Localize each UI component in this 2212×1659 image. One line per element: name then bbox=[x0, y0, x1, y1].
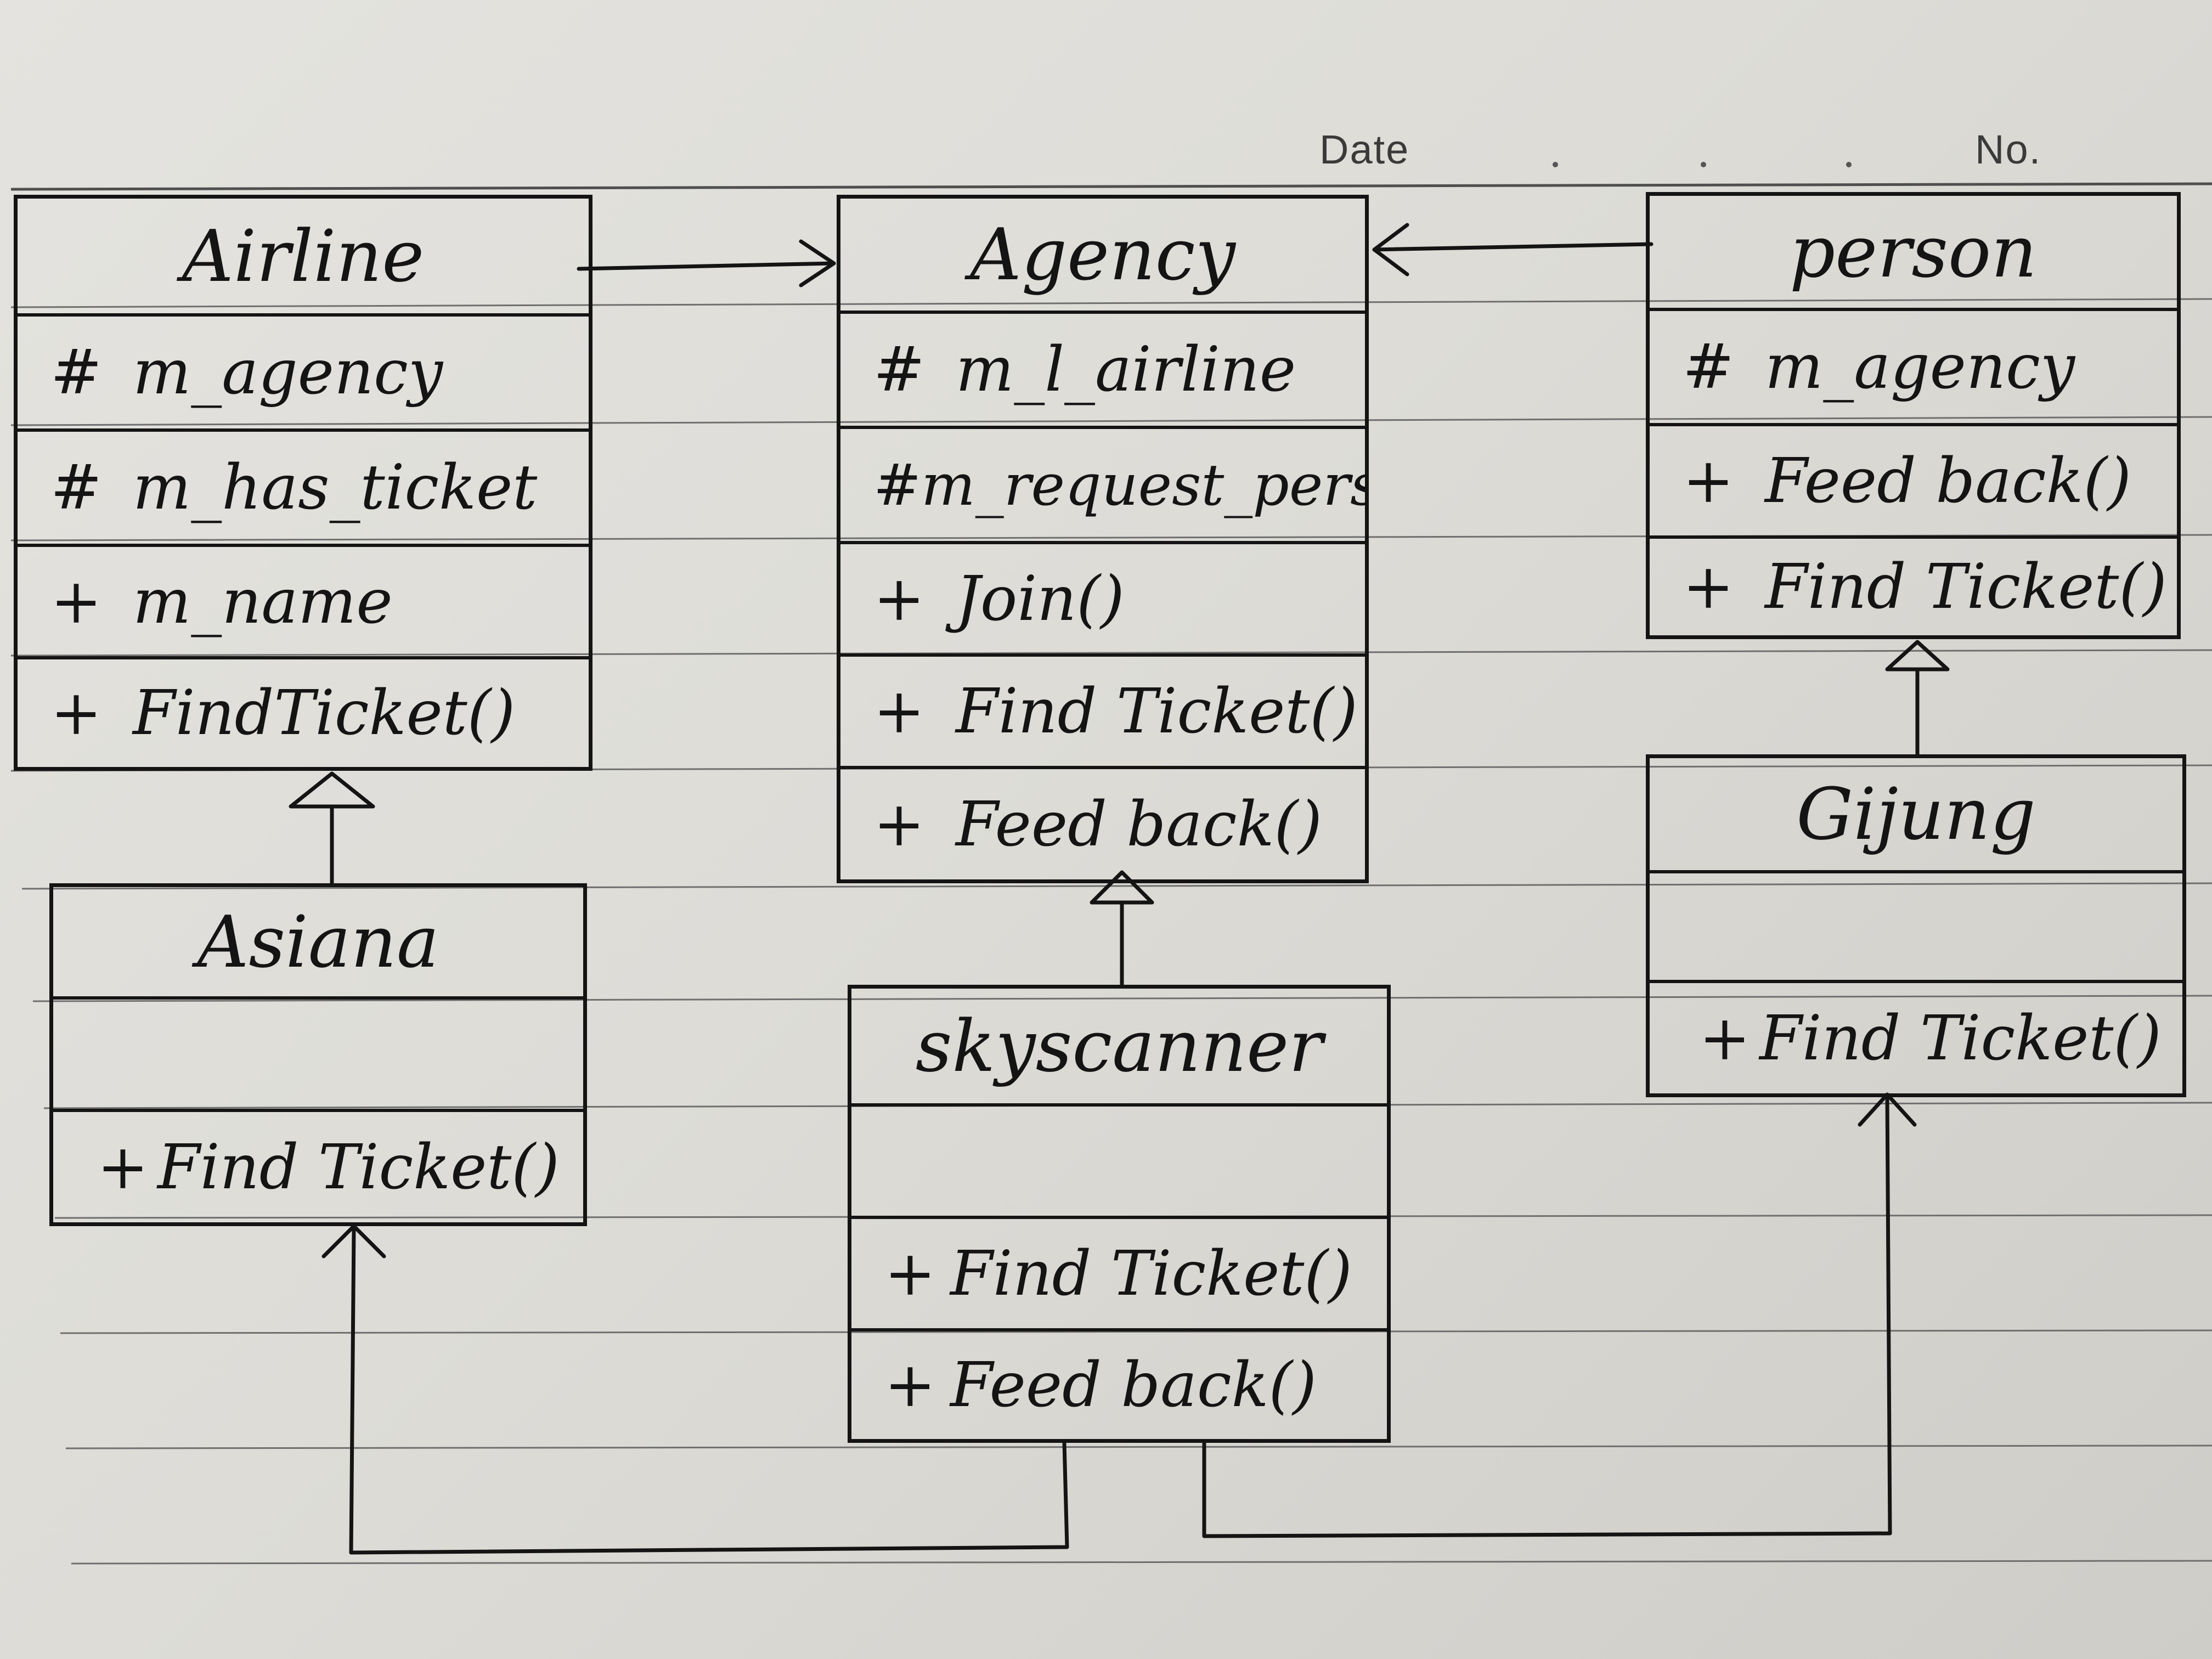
hollow-triangle bbox=[289, 771, 375, 809]
protected-marker: # bbox=[1683, 331, 1734, 403]
public-marker: + bbox=[873, 788, 925, 860]
attribute-row: #m_has_ticket bbox=[18, 432, 589, 547]
class-name: Airline bbox=[18, 199, 589, 317]
association-airline-agency bbox=[577, 261, 836, 271]
protected-marker: # bbox=[873, 452, 922, 518]
public-marker: + bbox=[1683, 551, 1734, 623]
attribute-row: #m_agency bbox=[18, 317, 589, 432]
protected-marker: # bbox=[873, 334, 925, 405]
date-separator-dot bbox=[1846, 162, 1852, 167]
method-row: +Feed back() bbox=[1650, 426, 2177, 539]
method-row: +Find Ticket() bbox=[1699, 1002, 2162, 1074]
hollow-triangle bbox=[1090, 870, 1154, 905]
association-skyscanner-gijung bbox=[1202, 1095, 1892, 1538]
class-name: skyscanner bbox=[851, 989, 1387, 1107]
method-row: +Find Ticket() bbox=[1683, 551, 2167, 623]
attribute-row: #m_request_person bbox=[840, 429, 1365, 544]
public-marker: + bbox=[97, 1131, 149, 1203]
method-row: +Find Ticket() bbox=[97, 1131, 560, 1203]
attribute-row: +m_name bbox=[18, 547, 589, 659]
public-marker: + bbox=[873, 675, 925, 747]
attributes-section-empty bbox=[851, 1107, 1387, 1219]
class-asiana: Asiana +Find Ticket() bbox=[49, 883, 587, 1226]
public-marker: + bbox=[884, 1238, 936, 1310]
open-arrowhead bbox=[1372, 223, 1409, 276]
association-skyscanner-asiana bbox=[349, 1227, 1069, 1555]
open-arrowhead bbox=[321, 1224, 386, 1259]
class-name: Asiana bbox=[53, 887, 583, 1000]
class-name: Gijung bbox=[1650, 758, 2182, 873]
class-name: Agency bbox=[840, 199, 1365, 314]
public-marker: + bbox=[50, 566, 102, 637]
class-gijung: Gijung +Find Ticket() bbox=[1646, 754, 2186, 1097]
class-skyscanner: skyscanner +Find Ticket() +Feed back() bbox=[848, 985, 1391, 1443]
open-arrowhead bbox=[1858, 1092, 1917, 1127]
method-row: +Find Ticket() bbox=[840, 657, 1365, 769]
date-label: Date bbox=[1319, 127, 1410, 172]
method-row: +FindTicket() bbox=[50, 678, 516, 749]
method-row: +Feed back() bbox=[884, 1350, 1317, 1421]
protected-marker: # bbox=[50, 452, 102, 523]
method-row: +Find Ticket() bbox=[851, 1219, 1387, 1331]
hollow-triangle bbox=[1885, 640, 1950, 672]
association-person-agency bbox=[1372, 242, 1654, 252]
public-marker: + bbox=[1683, 445, 1734, 517]
class-person: person #m_agency +Feed back() +Find Tick… bbox=[1646, 192, 2181, 639]
method-row: +Join() bbox=[840, 544, 1365, 657]
no-label: No. bbox=[1975, 127, 2042, 172]
class-airline: Airline #m_agency #m_has_ticket +m_name … bbox=[14, 195, 592, 771]
class-name: person bbox=[1650, 196, 2177, 311]
public-marker: + bbox=[884, 1350, 936, 1421]
attributes-section-empty bbox=[1650, 873, 2182, 983]
open-arrowhead bbox=[799, 239, 836, 287]
public-marker: + bbox=[1699, 1002, 1751, 1074]
attributes-section-empty bbox=[53, 1000, 583, 1112]
public-marker: + bbox=[873, 563, 925, 635]
date-separator-dot bbox=[1701, 162, 1706, 167]
public-marker: + bbox=[50, 678, 102, 749]
method-row: +Feed back() bbox=[873, 788, 1322, 860]
attribute-row: #m_l_airline bbox=[840, 314, 1365, 429]
class-agency: Agency #m_l_airline #m_request_person +J… bbox=[837, 195, 1369, 883]
date-separator-dot bbox=[1553, 162, 1558, 167]
attribute-row: #m_agency bbox=[1650, 311, 2177, 426]
protected-marker: # bbox=[50, 337, 102, 408]
